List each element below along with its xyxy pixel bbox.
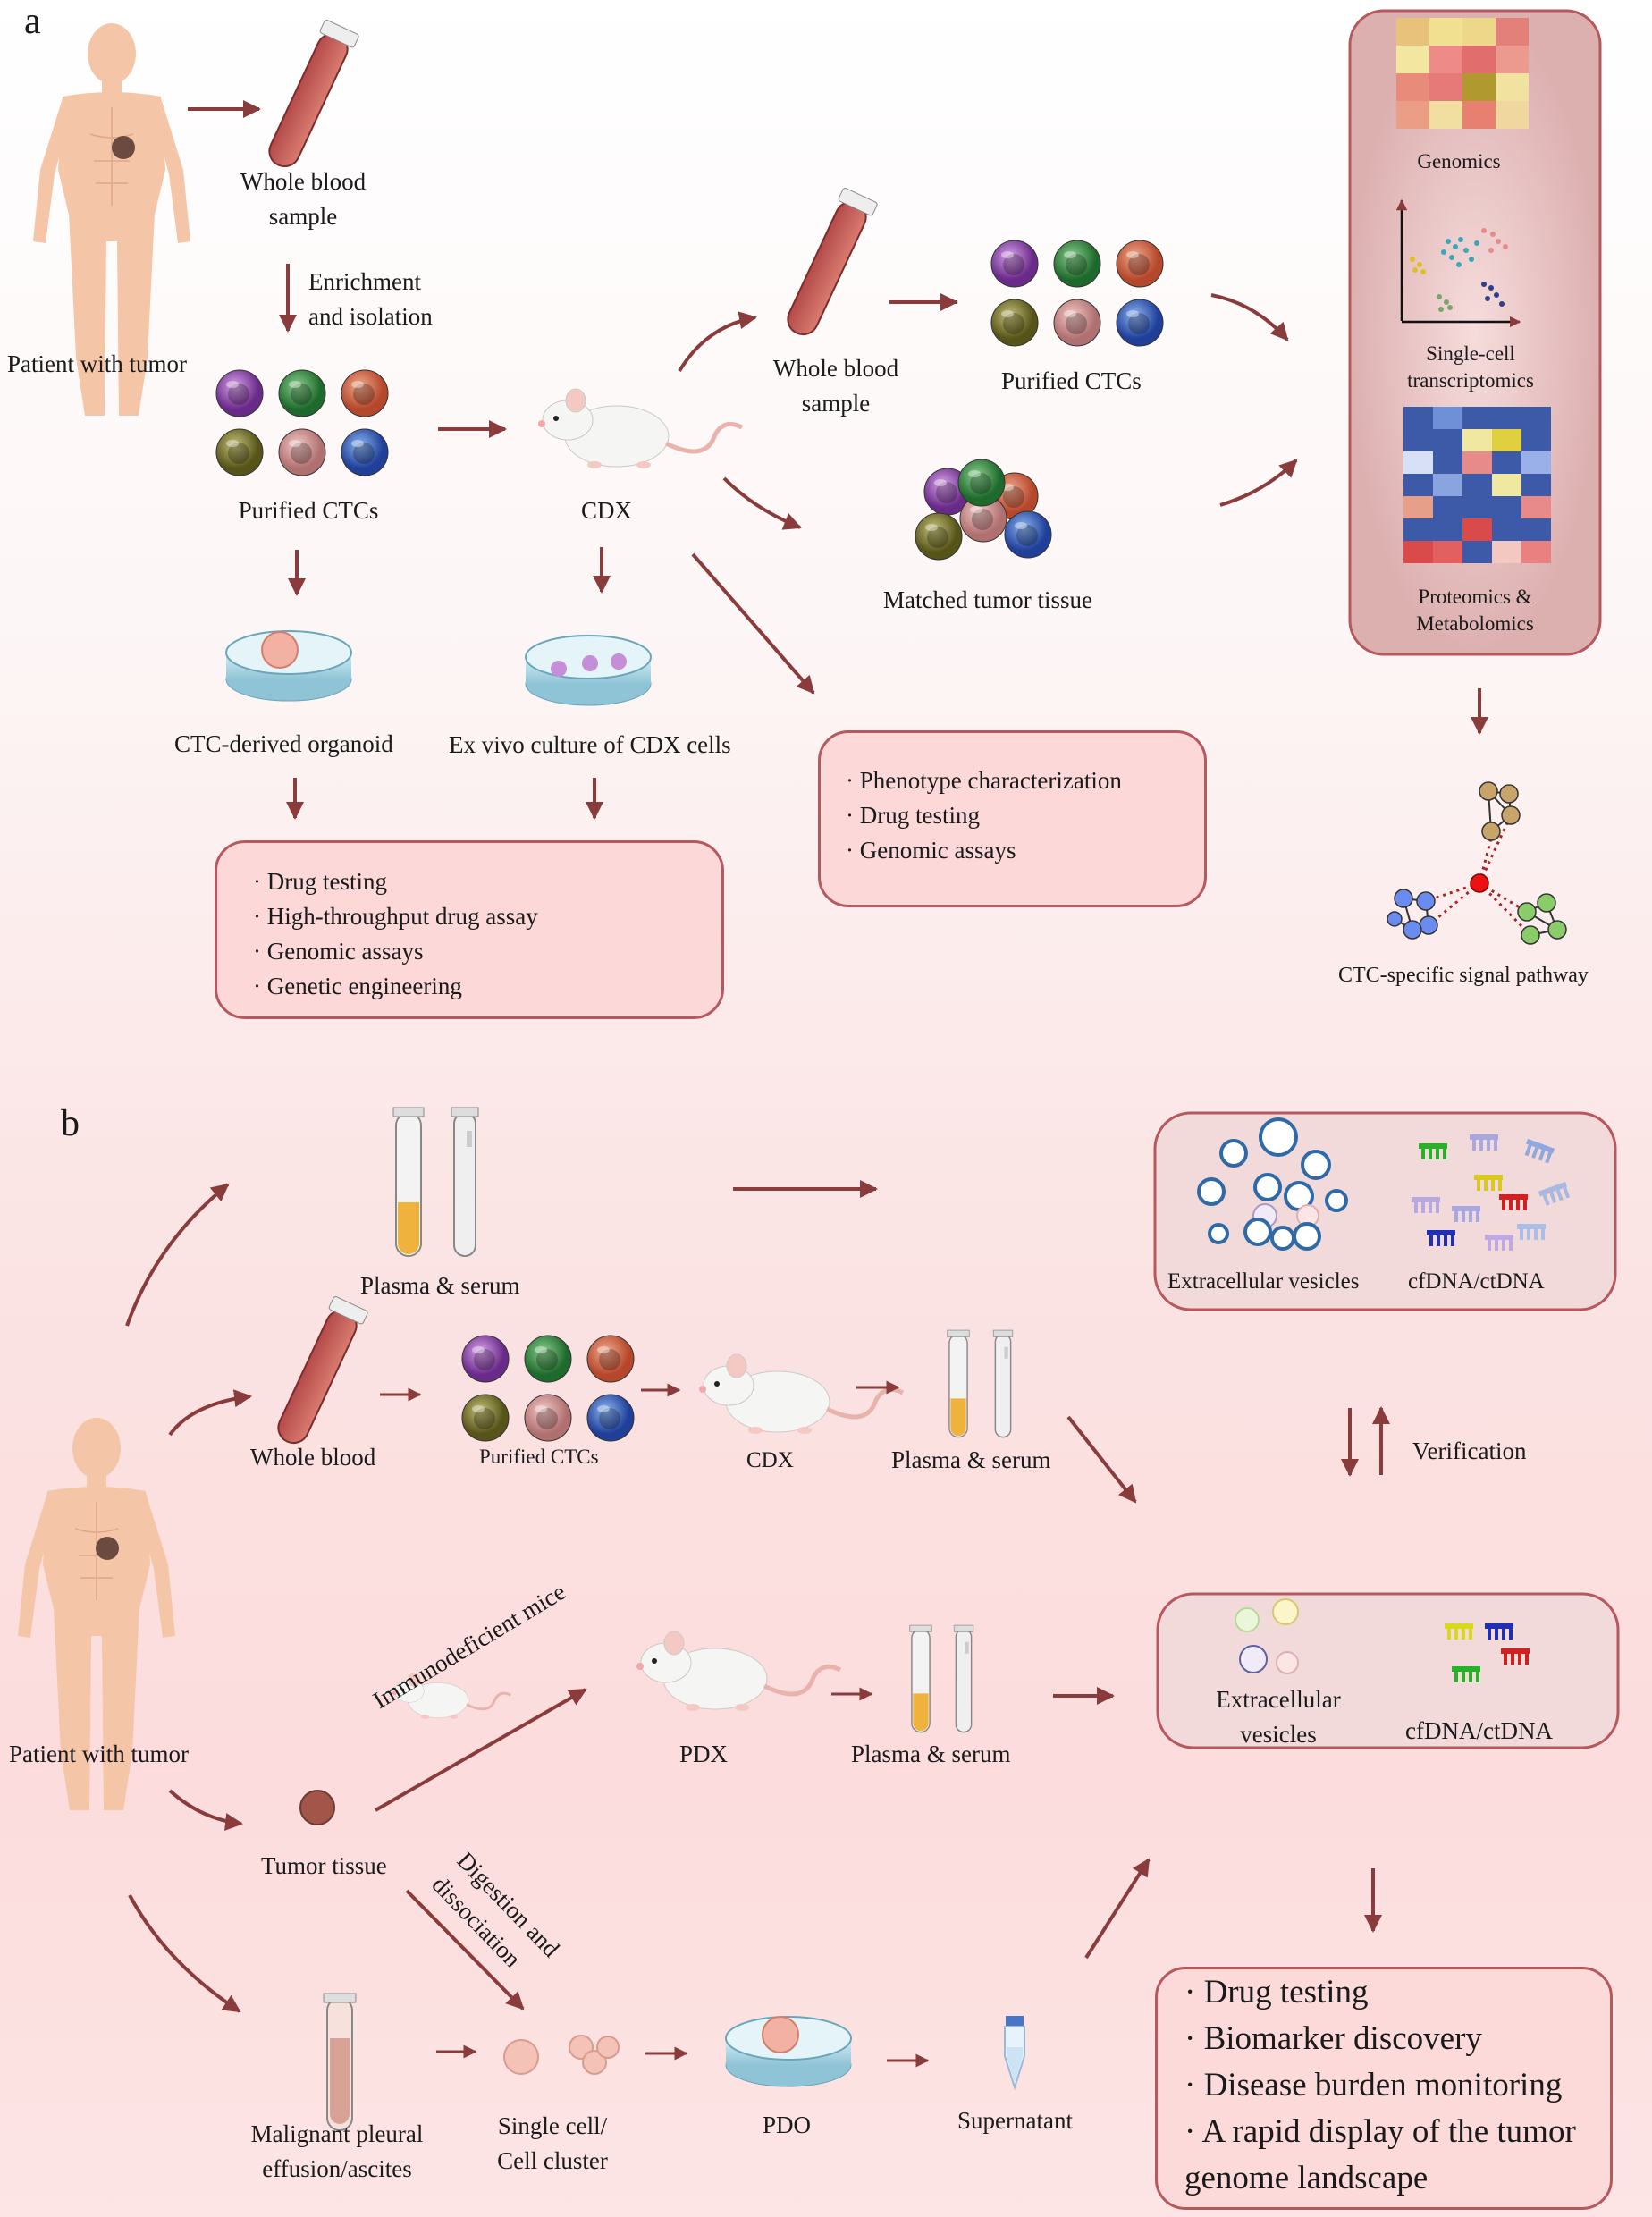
list-item: genome landscape — [1184, 2160, 1429, 2196]
purified-ctcs-cluster-2 — [991, 240, 1163, 346]
arrow — [691, 552, 815, 695]
arrow — [678, 311, 757, 373]
supernatant-label: Supernatant — [957, 2107, 1073, 2134]
plasma-serum-cdx-label: Plasma & serum — [891, 1446, 1051, 1473]
purified-ctcs-label: Purified CTCs — [238, 497, 379, 524]
arrow — [722, 476, 802, 530]
genomics-heatmap — [1396, 18, 1529, 129]
serum-tube-icon — [992, 1329, 1014, 1438]
applications-box-bottom: · Drug testing · Biomarker discovery · D… — [1155, 1967, 1613, 2210]
arrow — [1066, 1415, 1137, 1504]
cfdna-top-label: cfDNA/ctDNA — [1408, 1269, 1545, 1294]
plasma-tube-icon — [909, 1624, 932, 1733]
tumor-tissue-icon — [299, 1790, 335, 1825]
tumor-tissue-label: Tumor tissue — [261, 1852, 387, 1879]
list-item: · Phenotype characterization — [846, 767, 1122, 794]
signal-pathway-network — [1386, 781, 1567, 945]
list-item: · Disease burden monitoring — [1184, 2067, 1563, 2103]
supernatant-tube-icon — [1004, 2016, 1025, 2091]
arrow — [128, 1894, 241, 2013]
pdx-label: PDX — [679, 1741, 729, 1767]
effusion-tube-icon — [323, 1993, 357, 2131]
list-item: · A rapid display of the tumor — [1184, 2113, 1576, 2150]
ex-vivo-label: Ex vivo culture of CDX cells — [449, 731, 731, 758]
panel-a-label: a — [24, 1, 41, 42]
serum-tube-icon — [451, 1107, 479, 1257]
arrow — [168, 1389, 252, 1437]
cdx-mouse-icon — [538, 389, 742, 468]
ev-top-label: Extracellular vesicles — [1167, 1269, 1360, 1294]
proteomics-metabolomics-label: Proteomics &Metabolomics — [1416, 586, 1534, 635]
purified-ctcs-cluster-b — [462, 1336, 634, 1441]
patient-label-a: Patient with tumor — [7, 350, 187, 377]
list-item: · Genetic engineering — [253, 973, 462, 999]
plasma-serum-top-label: Plasma & serum — [360, 1272, 520, 1299]
arrow — [125, 1183, 230, 1327]
arrow — [375, 1688, 587, 1812]
list-item: · High-throughput drug assay — [253, 903, 538, 930]
cfdna-bottom-label: cfDNA/ctDNA — [1405, 1717, 1553, 1744]
list-item: · Drug testing — [846, 802, 980, 829]
purified-ctcs-label-2: Purified CTCs — [1001, 367, 1142, 394]
tumor-mark-a — [112, 136, 135, 159]
matched-tumor-icon — [914, 459, 1052, 561]
pdo-label: PDO — [763, 2112, 812, 2138]
blood-tube-icon — [260, 18, 361, 174]
biomarker-panel-top — [1153, 1111, 1617, 1311]
pathway-label: CTC-specific signal pathway — [1338, 964, 1589, 987]
list-item: · Drug testing — [1184, 1974, 1369, 2010]
arrow — [1219, 459, 1298, 507]
arrow — [405, 1889, 525, 2010]
genomics-label: Genomics — [1417, 150, 1501, 173]
patient-label-b: Patient with tumor — [9, 1741, 189, 1767]
cdx-label: CDX — [581, 497, 633, 524]
list-item: · Genomic assays — [253, 938, 424, 965]
single-cell-icon — [503, 2035, 620, 2075]
panel-b-label: b — [61, 1103, 80, 1144]
plasma-tube-icon — [392, 1107, 425, 1257]
blood-tube-icon — [269, 1294, 370, 1451]
list-item: · Genomic assays — [846, 837, 1016, 864]
applications-box-mid: · Phenotype characterization · Drug test… — [818, 730, 1207, 907]
ev-cluster-top — [1197, 1117, 1348, 1251]
list-item: · Biomarker discovery — [1184, 2020, 1482, 2057]
proteomics-heatmap — [1403, 407, 1551, 563]
matched-tumor-label: Matched tumor tissue — [883, 586, 1092, 613]
organoid-label: CTC-derived organoid — [174, 730, 393, 757]
verification-label: Verification — [1412, 1437, 1527, 1464]
purified-ctcs-label-b: Purified CTCs — [479, 1446, 599, 1468]
cultured-cells-icon — [551, 653, 627, 677]
arrow — [1084, 1858, 1150, 1960]
applications-box-left: · Drug testing · High-throughput drug as… — [215, 840, 724, 1019]
purified-ctcs-cluster — [216, 370, 388, 476]
cdx-label-b: CDX — [746, 1448, 794, 1472]
ev-cluster-bottom — [1235, 1598, 1299, 1674]
arrow — [1210, 293, 1289, 341]
plasma-tube-icon — [947, 1329, 970, 1438]
pdx-mouse-icon — [636, 1631, 840, 1711]
single-cell-label: Single cell/Cell cluster — [497, 2112, 608, 2174]
arrow — [168, 1789, 243, 1831]
list-item: · Drug testing — [253, 868, 387, 895]
tumor-mark-b — [96, 1537, 119, 1560]
whole-blood-label-b: Whole blood — [250, 1444, 376, 1471]
organoid-icon — [762, 2016, 799, 2053]
single-cell-scatter — [1395, 198, 1521, 328]
cdx-mouse-icon-b — [699, 1354, 903, 1434]
organoid-icon — [261, 631, 299, 669]
blood-tube-icon — [779, 186, 880, 342]
serum-tube-icon — [953, 1624, 974, 1733]
plasma-serum-pdx-label: Plasma & serum — [851, 1741, 1011, 1767]
